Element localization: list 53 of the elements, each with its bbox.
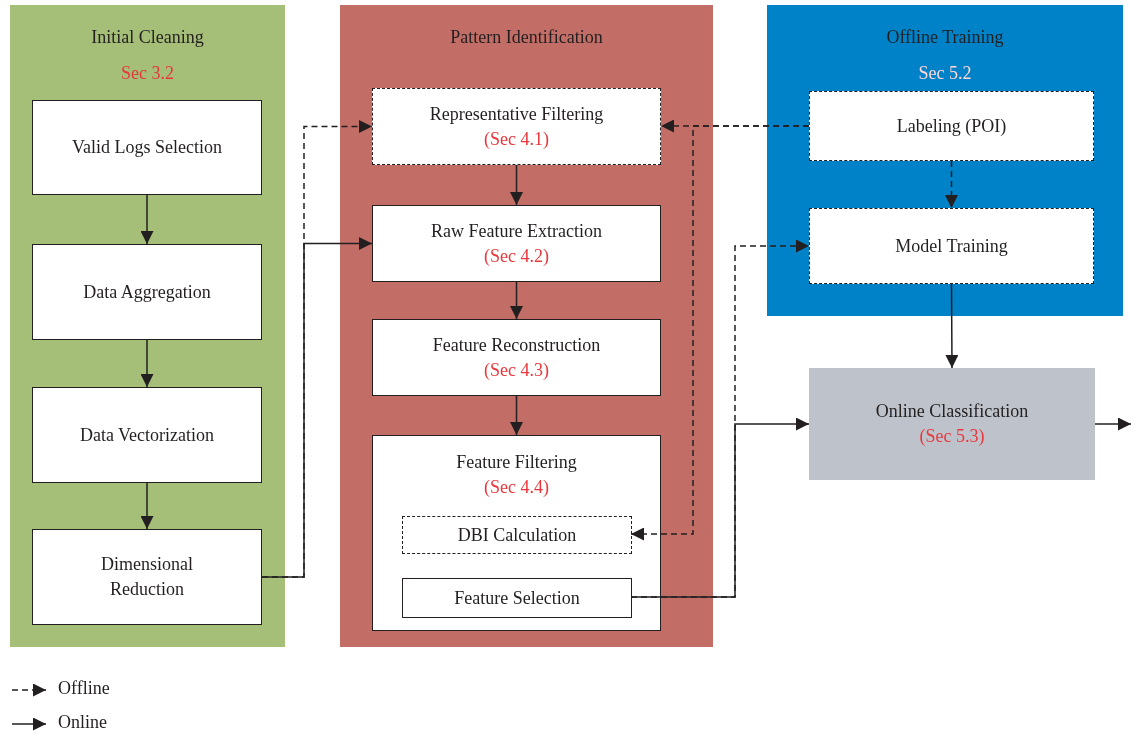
section-reference: Sec 3.2 <box>121 62 174 85</box>
section-title: Pattern Identification <box>450 26 603 49</box>
process-box <box>809 368 1095 480</box>
legend-label: Online <box>58 712 107 733</box>
arrow <box>1094 417 1131 431</box>
step-label: Feature Filtering <box>456 451 577 474</box>
arrow <box>510 395 523 436</box>
step-label: Raw Feature Extraction <box>431 219 602 243</box>
section-title: Offline Training <box>886 26 1004 49</box>
arrow <box>510 281 523 320</box>
process-box <box>809 91 1094 161</box>
section-reference: (Sec 4.1) <box>484 127 549 151</box>
step-label: Representative Filtering <box>429 102 604 126</box>
legend-label: Offline <box>58 678 110 699</box>
process-box <box>372 319 661 396</box>
section-title: Initial Cleaning <box>91 26 204 49</box>
arrow <box>140 482 154 530</box>
step-label: Dimensional Reduction <box>100 553 194 601</box>
arrow <box>140 194 154 245</box>
process-box <box>372 205 661 282</box>
step-label: Online Classification <box>874 400 1030 423</box>
section-reference: (Sec 4.4) <box>484 476 549 499</box>
process-box <box>402 578 632 618</box>
process-box <box>32 529 262 625</box>
process-box <box>809 208 1094 284</box>
arrow <box>261 237 373 578</box>
step-label: Labeling (POI) <box>896 114 1007 138</box>
step-label: Feature Reconstruction <box>432 333 601 357</box>
step-label: Valid Logs Selection <box>71 136 223 159</box>
process-box <box>402 516 632 554</box>
step-label: Data Aggregation <box>82 280 212 304</box>
arrow <box>510 164 523 206</box>
process-box <box>32 387 262 483</box>
arrow <box>630 125 810 541</box>
section-reference: Sec 5.2 <box>918 62 972 85</box>
process-box <box>372 435 661 631</box>
arrow <box>630 417 810 598</box>
step-label: Feature Selection <box>453 586 581 610</box>
section-panel <box>10 5 285 647</box>
process-box <box>372 88 661 165</box>
section-reference: (Sec 5.3) <box>919 425 985 448</box>
process-box <box>32 244 262 340</box>
arrow <box>945 160 958 209</box>
section-reference: (Sec 4.2) <box>484 244 549 268</box>
step-label: DBI Calculation <box>456 523 578 547</box>
step-label: Data Vectorization <box>78 423 216 447</box>
arrow <box>945 283 959 369</box>
section-reference: (Sec 4.3) <box>484 358 549 382</box>
section-panel <box>340 5 713 647</box>
arrow <box>140 339 154 388</box>
process-box <box>32 100 262 195</box>
section-panel <box>767 5 1123 316</box>
step-label: Model Training <box>895 234 1008 258</box>
